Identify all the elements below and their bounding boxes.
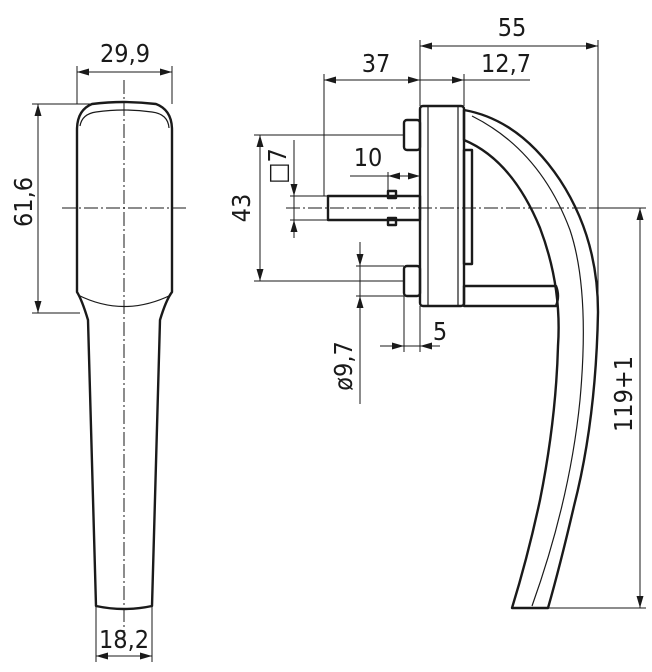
side-top-stud bbox=[402, 118, 422, 152]
dim-10-label: 10 bbox=[354, 143, 383, 172]
dim-55-label: 55 bbox=[498, 13, 527, 42]
dim-sq7-label: □7 bbox=[263, 148, 292, 184]
dim-43-label: 43 bbox=[227, 194, 256, 223]
dim-55-arrow-right bbox=[586, 42, 598, 50]
dim-12-7-label: 12,7 bbox=[481, 49, 531, 78]
dim-dia-label: ø9,7 bbox=[329, 341, 358, 391]
dim-119-arrow-bottom bbox=[636, 596, 644, 608]
side-spindle-notch-top bbox=[386, 189, 398, 200]
dim-18-2-label: 18,2 bbox=[99, 625, 149, 654]
dim-119-label: 119+1 bbox=[609, 356, 638, 432]
dim-43-arrow-top bbox=[256, 135, 264, 147]
front-handle-outline bbox=[75, 100, 174, 611]
dim-5-label: 5 bbox=[433, 317, 447, 346]
side-bottom-stud bbox=[402, 264, 422, 298]
dim-18-2-arrow-left bbox=[96, 652, 108, 660]
dim-12-7-arrow-right bbox=[452, 76, 464, 84]
dim-37-arrow-right bbox=[408, 76, 420, 84]
dim-119-arrow-top bbox=[636, 208, 644, 220]
dim-sq7-arrow-bottom bbox=[290, 220, 298, 232]
front-view: 29,9 61,6 18,2 bbox=[9, 39, 186, 662]
dim-10-arrow-right bbox=[408, 172, 420, 180]
dim-61-6-arrow-top bbox=[34, 104, 42, 116]
dim-sq7-arrow-top bbox=[290, 184, 298, 196]
dim-dia-arrow-bottom bbox=[356, 296, 364, 308]
dim-61-6-arrow-bottom bbox=[34, 301, 42, 313]
side-collar bbox=[462, 148, 474, 266]
dim-5-arrow-right bbox=[420, 342, 432, 350]
dim-5-arrow-left bbox=[392, 342, 404, 350]
dim-10-arrow-left bbox=[388, 172, 400, 180]
side-lever-inner-edge bbox=[471, 115, 584, 607]
dim-61-6-label: 61,6 bbox=[9, 177, 38, 227]
dim-55-arrow-left bbox=[420, 42, 432, 50]
dim-29-9-label: 29,9 bbox=[100, 39, 150, 68]
side-spindle-notch-bottom bbox=[386, 216, 398, 227]
dim-18-2-arrow-right bbox=[140, 652, 152, 660]
dim-29-9-arrow-left bbox=[77, 68, 89, 76]
dim-dia-arrow-top bbox=[356, 254, 364, 266]
side-lever-neck bbox=[462, 284, 560, 308]
side-view: 55 37 12,7 43 □7 10 bbox=[227, 13, 646, 610]
dim-37-arrow-left bbox=[324, 76, 336, 84]
side-lever-outline bbox=[462, 108, 600, 610]
dim-43-arrow-bottom bbox=[256, 269, 264, 281]
dim-29-9-arrow-right bbox=[160, 68, 172, 76]
dim-37-label: 37 bbox=[362, 49, 391, 78]
